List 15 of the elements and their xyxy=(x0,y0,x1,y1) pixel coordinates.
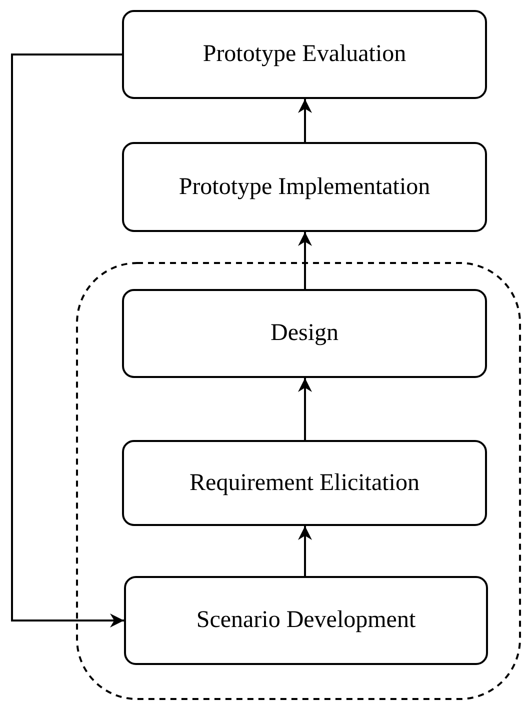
box-label: Prototype Implementation xyxy=(178,174,430,200)
process-box xyxy=(122,289,487,378)
arrow xyxy=(298,99,312,142)
process-box xyxy=(122,10,487,99)
box-label: Scenario Development xyxy=(196,607,416,634)
box-label: Prototype Evaluation xyxy=(202,41,406,68)
process-box xyxy=(122,142,487,232)
box-label: Requirement Elicitation xyxy=(190,470,420,496)
box-label: Design xyxy=(270,320,338,347)
process-box xyxy=(122,440,487,526)
arrow xyxy=(298,378,312,440)
arrow xyxy=(11,54,124,628)
arrow xyxy=(298,232,312,289)
arrow xyxy=(298,526,312,576)
process-box xyxy=(124,576,488,665)
